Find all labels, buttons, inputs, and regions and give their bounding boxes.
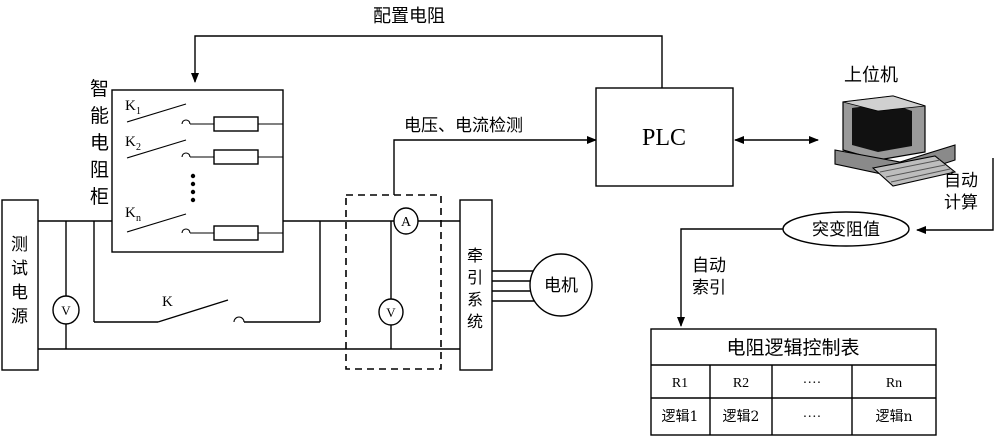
table-cell-logic1: 逻辑1 [662, 409, 699, 425]
detection-line [393, 136, 597, 195]
svg-text:系: 系 [467, 290, 483, 309]
switch-k2-branch: K 2 [125, 134, 283, 165]
svg-text:V: V [61, 303, 71, 318]
svg-text:PLC: PLC [642, 125, 686, 151]
logic-table: 电阻逻辑控制表 R1 R2 ···· Rn 逻辑1 逻辑2 ···· 逻辑n [650, 328, 937, 436]
svg-text:K: K [125, 98, 136, 114]
auto-calc-label-2: 计算 [944, 193, 978, 213]
table-cell-r1: R1 [672, 376, 688, 391]
resistor-r2 [213, 149, 259, 165]
svg-text:测: 测 [11, 235, 28, 255]
switch-kn-branch: K n [125, 205, 283, 241]
sudden-value-node: 突变阻值 [782, 211, 910, 247]
table-cell-r2: R2 [733, 376, 749, 391]
smart-cabinet-label: 智 能 电 阻 柜 [90, 78, 109, 208]
auto-index-label-2: 索引 [692, 278, 726, 298]
config-resistor-line [191, 35, 663, 88]
svg-text:能: 能 [90, 105, 109, 127]
svg-text:突变阻值: 突变阻值 [812, 220, 880, 240]
svg-text:引: 引 [467, 268, 483, 287]
table-cell-logicn: 逻辑n [875, 409, 912, 425]
auto-calc-line [916, 158, 994, 234]
svg-text:柜: 柜 [90, 186, 109, 208]
table-title: 电阻逻辑控制表 [726, 337, 859, 359]
svg-text:n: n [136, 213, 141, 224]
motor: 电机 [529, 253, 593, 317]
table-cell-dots-2: ···· [803, 410, 822, 425]
svg-text:V: V [386, 305, 396, 320]
plc-box: PLC [595, 87, 734, 187]
svg-text:1: 1 [136, 106, 141, 117]
voltmeter-left: V [52, 295, 80, 325]
svg-text:源: 源 [11, 307, 28, 327]
ammeter: A [393, 207, 419, 235]
svg-text:2: 2 [136, 142, 141, 153]
computer-icon: 上位机 [834, 65, 957, 187]
resistor-r1 [213, 116, 259, 132]
detection-label: 电压、电流检测 [404, 116, 523, 136]
svg-text:电机: 电机 [544, 276, 578, 296]
svg-text:阻: 阻 [90, 159, 109, 181]
svg-text:电: 电 [11, 283, 28, 303]
svg-text:K: K [125, 134, 136, 150]
svg-text:K: K [125, 205, 136, 221]
table-cell-logic2: 逻辑2 [723, 409, 760, 425]
traction-system [459, 199, 493, 371]
svg-text:试: 试 [11, 259, 28, 279]
main-wiring [38, 220, 534, 350]
auto-index-line [677, 228, 783, 327]
svg-text:牵: 牵 [467, 246, 483, 265]
test-power-label: 测 试 电 源 [11, 235, 28, 327]
test-power-supply [1, 199, 39, 371]
switch-k-label: K [162, 294, 173, 310]
host-label: 上位机 [844, 65, 898, 86]
traction-label: 牵 引 系 统 [467, 246, 483, 331]
svg-text:统: 统 [467, 312, 483, 331]
table-cell-rn: Rn [886, 376, 902, 391]
ellipsis-dots [190, 173, 196, 203]
config-resistor-label: 配置电阻 [373, 6, 445, 27]
voltmeter-inner: V [378, 298, 404, 326]
measurement-box [345, 194, 442, 370]
auto-index-label-1: 自动 [692, 256, 726, 276]
switch-k1-branch: K 1 [125, 98, 283, 132]
svg-text:A: A [401, 215, 412, 230]
auto-calc-label-1: 自动 [944, 171, 978, 191]
resistor-rn [213, 225, 259, 241]
svg-text:电: 电 [90, 132, 109, 154]
svg-text:智: 智 [90, 78, 109, 100]
table-cell-dots-1: ···· [803, 376, 822, 391]
